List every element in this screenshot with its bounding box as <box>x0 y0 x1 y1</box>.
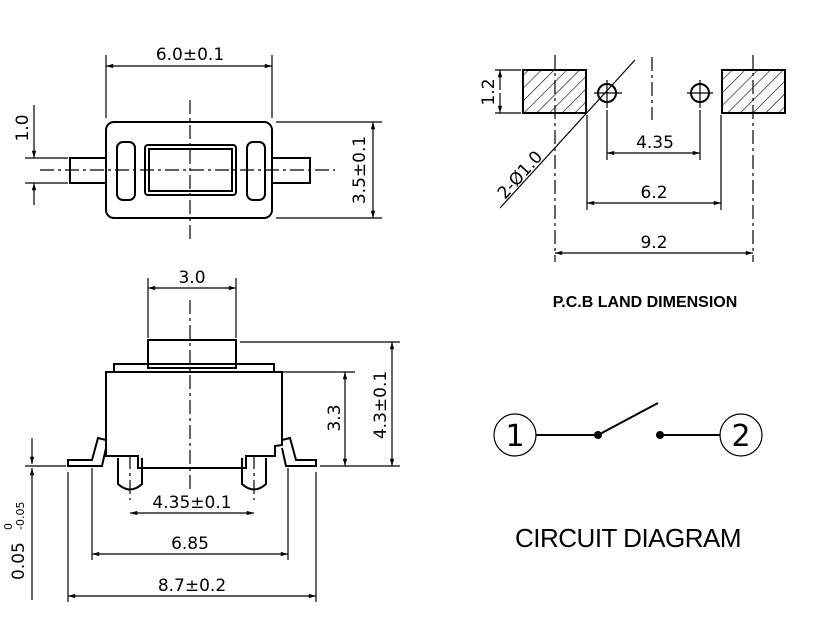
pin2-label: 2 <box>731 419 750 454</box>
plunger-dim-label: 3.0 <box>178 268 205 288</box>
hole-dim-label: 2-Ø1.0 <box>494 147 547 203</box>
coplanarity-dim-label: 0.05 <box>9 542 29 580</box>
left-foot <box>67 436 107 467</box>
pcb-title: P.C.B LAND DIMENSION <box>553 294 738 311</box>
switch-contact <box>597 402 659 436</box>
side-view: 3.0 3.3 4.3±0.1 4.35±0.1 6.85 8.7±0.2 0.… <box>2 268 400 602</box>
coplanarity-lower-label: -0.05 <box>14 502 27 530</box>
hole-pitch-dim-label: 4.35 <box>636 133 674 153</box>
pin2-circle <box>719 413 763 457</box>
total-height-dim-label: 4.3±0.1 <box>371 371 391 439</box>
height-dim-label: 3.5±0.1 <box>350 136 370 204</box>
pad-inner-dim-label: 6.2 <box>640 183 667 203</box>
right-slot <box>246 141 266 201</box>
plunger <box>147 339 237 369</box>
lead-dim-label: 1.0 <box>13 114 33 141</box>
pin-pitch-dim-label: 4.35±0.1 <box>152 493 231 513</box>
width-dim-label: 6.0±0.1 <box>156 45 224 65</box>
right-foot <box>281 436 317 467</box>
circuit-title: CIRCUIT DIAGRAM <box>515 523 741 553</box>
left-slot <box>116 141 136 201</box>
total-width-dim-label: 8.7±0.2 <box>158 576 226 596</box>
body-height-dim-label: 3.3 <box>325 404 345 431</box>
inner-lead-dim-label: 6.85 <box>171 534 209 554</box>
body <box>105 371 283 469</box>
pad-outer-dim-label: 9.2 <box>640 233 667 253</box>
top-view: 6.0±0.1 1.0 3.5±0.1 <box>13 45 382 240</box>
pcb-land-view: 4.35 6.2 9.2 1.2 2-Ø1.0 P.C.B LAND DIMEN… <box>479 55 786 311</box>
coplanarity-upper-label: 0 <box>2 523 15 530</box>
circuit-diagram: 1 2 CIRCUIT DIAGRAM <box>493 402 763 553</box>
pad-height-dim-label: 1.2 <box>479 78 499 105</box>
pin1-label: 1 <box>505 419 524 454</box>
